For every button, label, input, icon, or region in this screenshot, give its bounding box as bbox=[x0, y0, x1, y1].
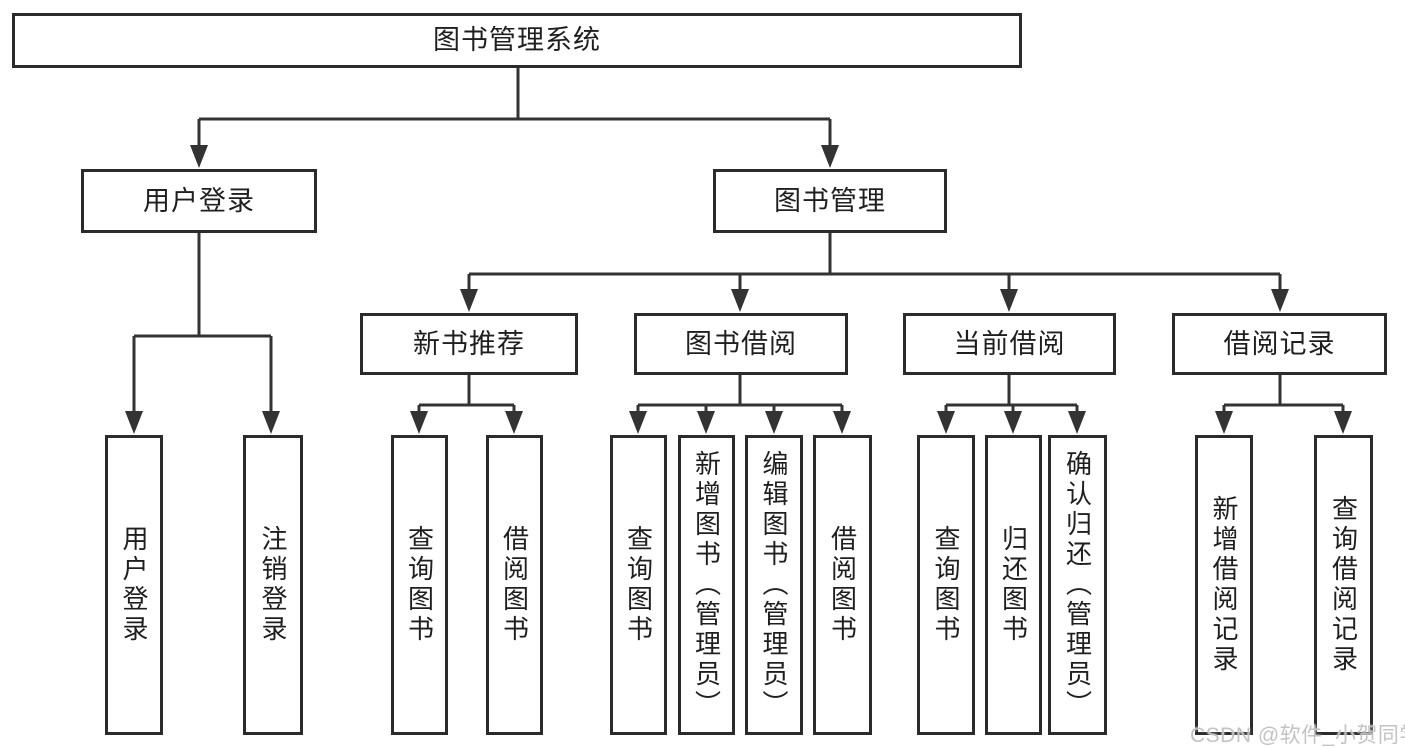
leaf-query-books-3: 查询图书 bbox=[917, 435, 975, 735]
node-user-login: 用户登录 bbox=[81, 169, 317, 233]
node-current-borrowing: 当前借阅 bbox=[903, 313, 1116, 375]
leaf-query-borrow-record: 查询借阅记录 bbox=[1314, 435, 1373, 735]
leaf-query-books-2: 查询图书 bbox=[610, 435, 667, 735]
leaf-edit-books-admin: 编辑图书（管理员） bbox=[745, 435, 803, 735]
leaf-query-books-1: 查询图书 bbox=[391, 435, 448, 735]
leaf-user-login: 用户登录 bbox=[105, 435, 163, 735]
leaf-confirm-return-admin: 确认归还（管理员） bbox=[1048, 435, 1107, 735]
leaf-add-borrow-record: 新增借阅记录 bbox=[1195, 435, 1253, 735]
node-new-book-recommendation: 新书推荐 bbox=[360, 313, 578, 375]
leaf-borrow-books-1: 借阅图书 bbox=[486, 435, 543, 735]
csdn-watermark: CSDN @软件_小贺同学 bbox=[1190, 724, 1405, 747]
node-book-borrowing: 图书借阅 bbox=[634, 313, 848, 375]
arrowheads bbox=[125, 145, 1352, 434]
leaf-add-books-admin: 新增图书（管理员） bbox=[678, 435, 735, 735]
node-borrowing-records: 借阅记录 bbox=[1172, 313, 1387, 375]
leaf-logout: 注销登录 bbox=[243, 435, 303, 735]
leaf-return-books: 归还图书 bbox=[985, 435, 1042, 735]
leaf-borrow-books-2: 借阅图书 bbox=[813, 435, 872, 735]
node-root: 图书管理系统 bbox=[12, 13, 1022, 68]
node-book-management: 图书管理 bbox=[713, 169, 947, 233]
